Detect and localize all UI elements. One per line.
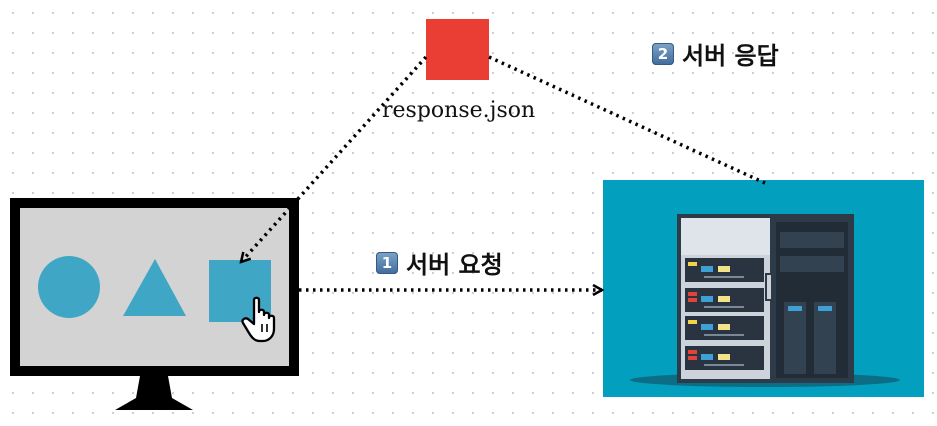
monitor [10,198,299,410]
json-file-icon [426,19,489,80]
json-file-label: response.json [382,98,536,123]
response-text: 서버 응답 [682,41,779,70]
hand-pointer-icon [241,296,276,343]
server-rack-icon [677,214,854,383]
response-label: 2 서버 응답 [652,36,779,71]
step-1-badge: 1 [376,251,398,274]
circle-icon [38,256,100,318]
request-text: 서버 요청 [406,250,503,279]
step-2-badge: 2 [652,42,674,65]
triangle-icon [123,259,186,316]
server-panel [603,180,924,397]
response-line-server-to-file [488,55,766,185]
monitor-stand [115,376,193,410]
request-label: 1 서버 요청 [376,245,503,280]
